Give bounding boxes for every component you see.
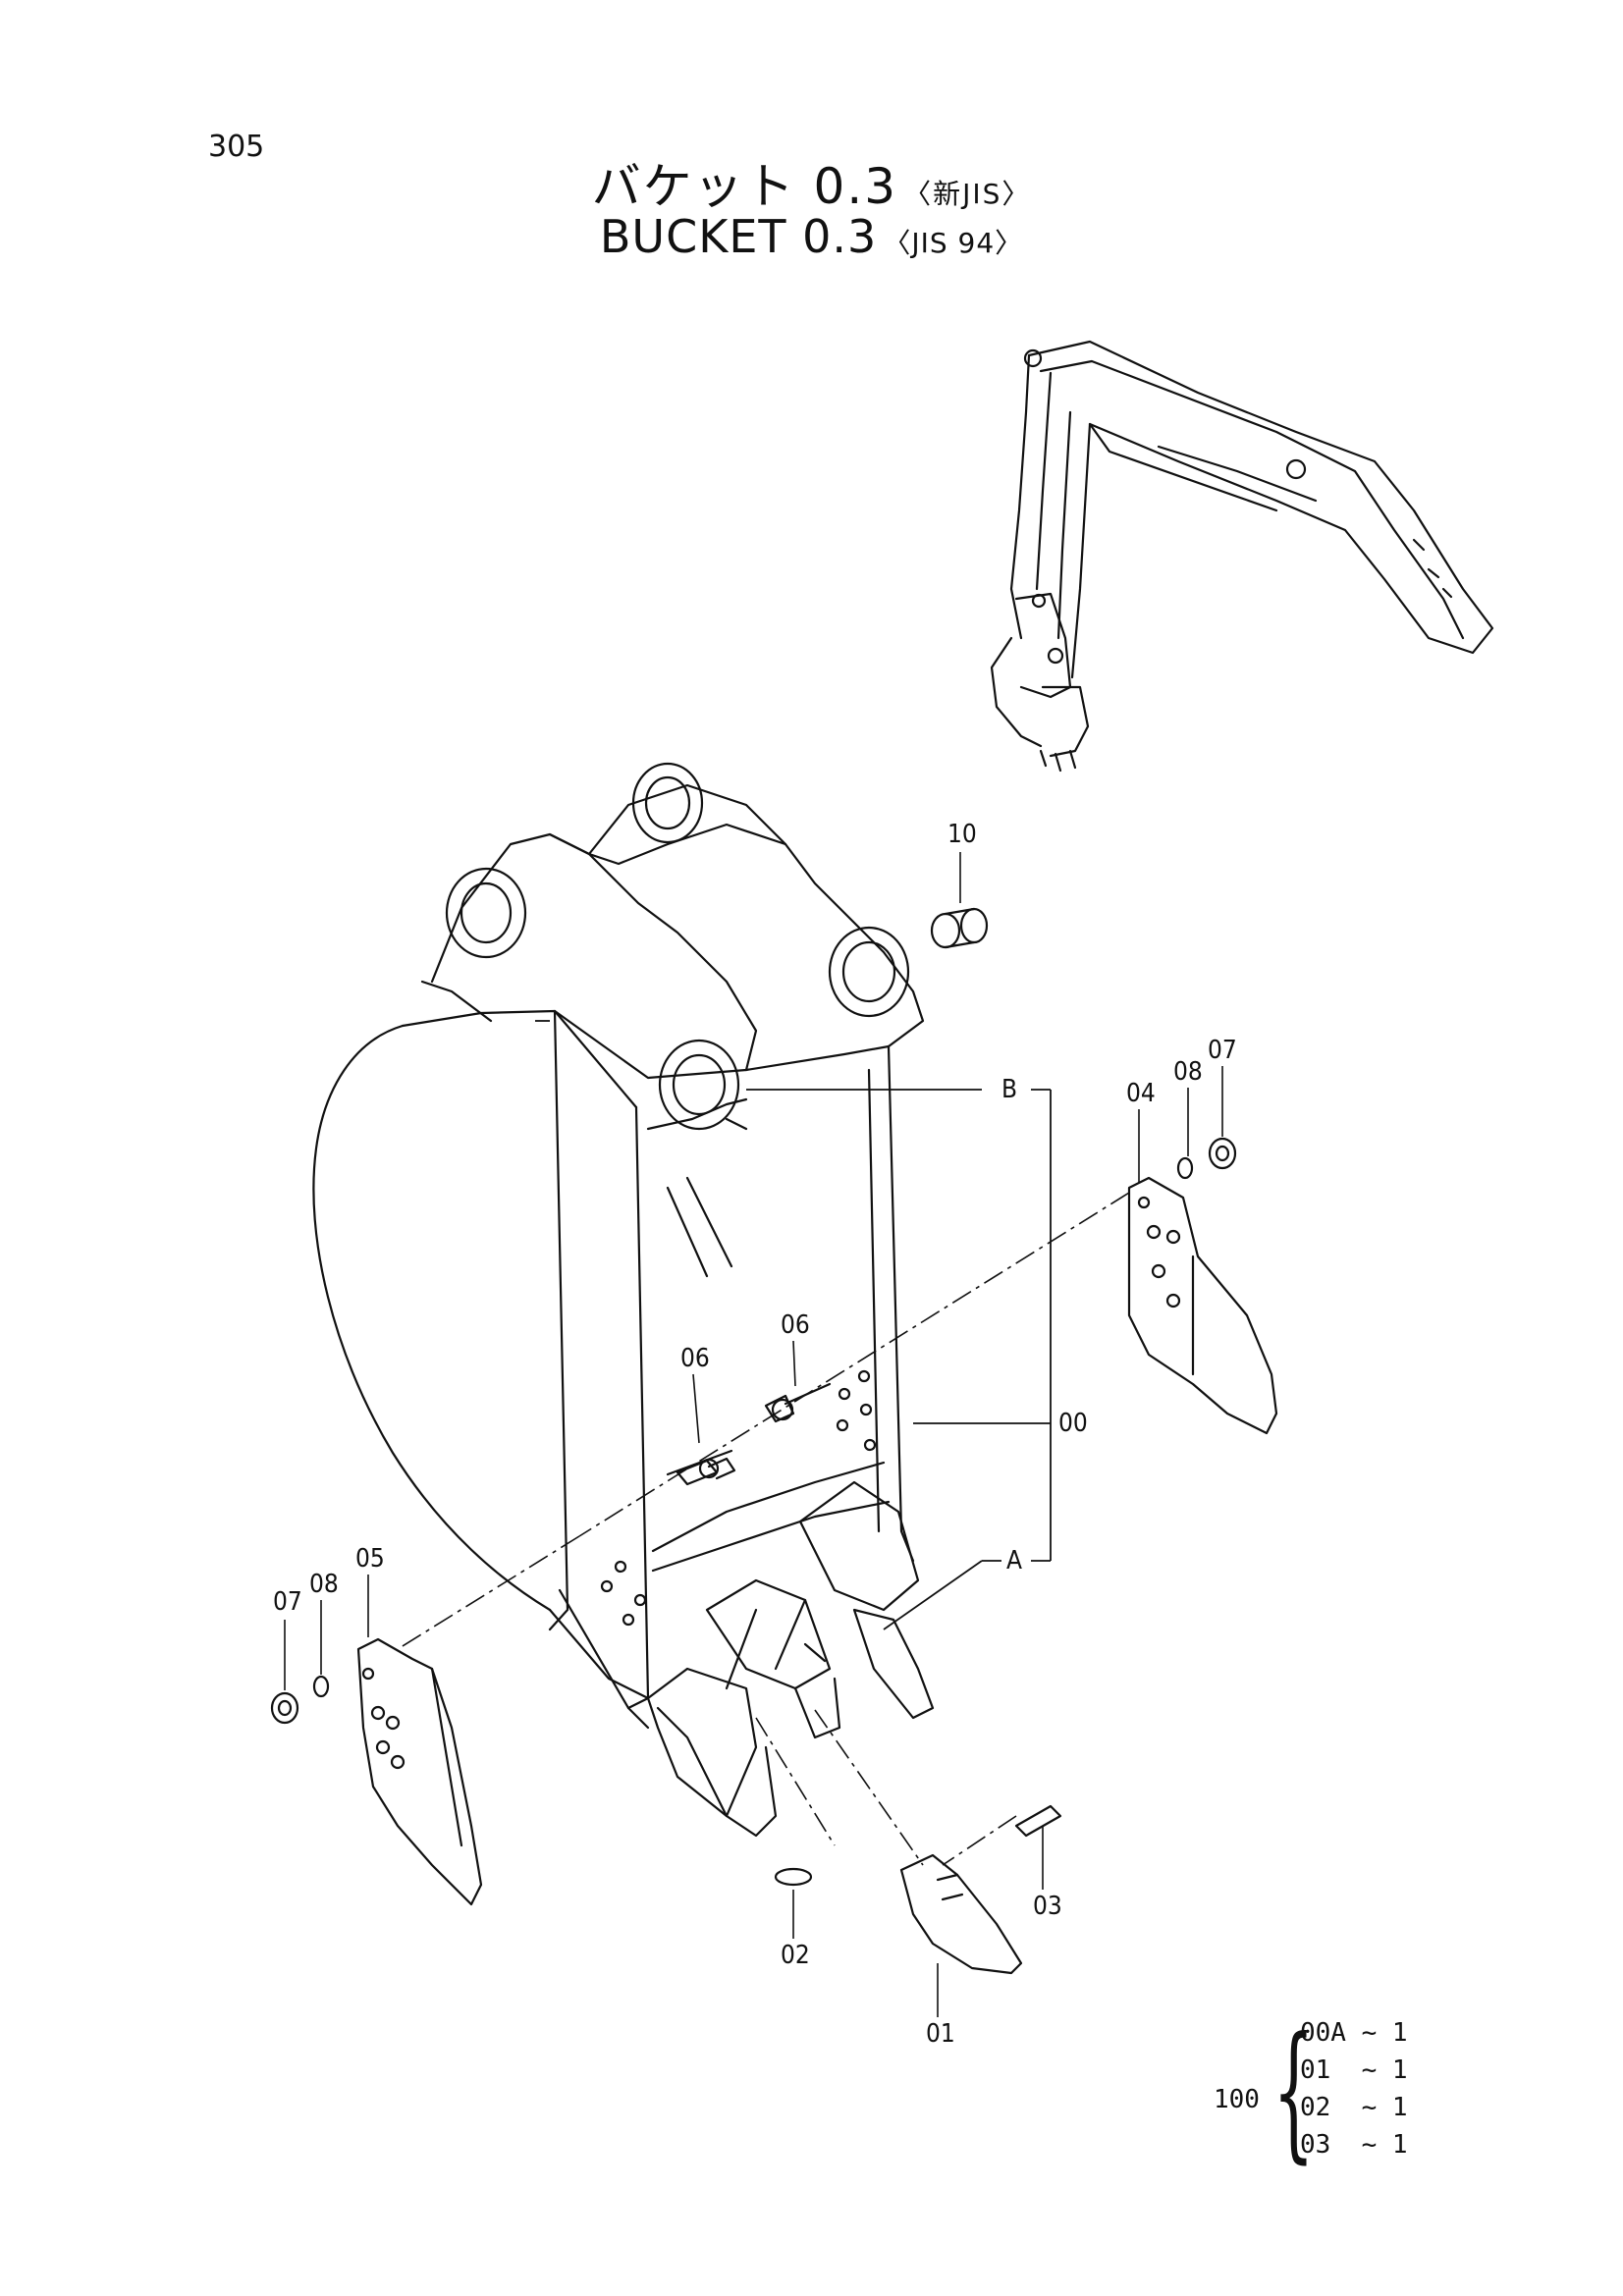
title-english: BUCKET 0.3〈JIS 94〉 xyxy=(0,210,1623,263)
callout-B: B xyxy=(1001,1075,1017,1104)
center-lines xyxy=(397,1192,1130,1866)
title-jp-text: バケット 0.3 xyxy=(591,158,898,215)
callout-A: A xyxy=(1006,1546,1022,1575)
callout-01: 01 xyxy=(926,2019,955,2049)
bolts-06 xyxy=(666,1382,832,1486)
kit-row: 02 ~ 1 xyxy=(1300,2093,1408,2122)
excavator-arm-inset xyxy=(990,340,1494,773)
callout-06-right: 06 xyxy=(781,1310,810,1340)
callout-07-left: 07 xyxy=(273,1587,302,1617)
bucket-body xyxy=(312,1009,915,1730)
callout-02: 02 xyxy=(781,1941,810,1970)
bucket-bracket xyxy=(420,762,925,1131)
callout-05: 05 xyxy=(355,1544,385,1574)
callout-00: 00 xyxy=(1058,1409,1088,1438)
bucket-teeth xyxy=(646,1480,935,1838)
kit-number: 100 xyxy=(1214,2085,1260,2114)
kit-brace: { xyxy=(1272,2006,1315,2177)
title-japanese: バケット 0.3〈新JIS〉 xyxy=(0,147,1623,218)
callout-08-left: 08 xyxy=(309,1570,339,1599)
callout-04: 04 xyxy=(1126,1079,1156,1108)
small-parts xyxy=(270,907,1237,1975)
callout-07-right: 07 xyxy=(1208,1036,1237,1065)
kit-row: 03 ~ 1 xyxy=(1300,2130,1408,2160)
callout-10: 10 xyxy=(947,820,977,849)
kit-row: 01 ~ 1 xyxy=(1300,2056,1408,2085)
leader-lines xyxy=(535,1020,1052,1630)
side-cutter-right-04 xyxy=(1127,1176,1278,1435)
title-en-standard: 〈JIS 94〉 xyxy=(883,227,1024,259)
callout-labels: 10 08 07 04 B 06 06 00 A 07 08 05 02 03 … xyxy=(273,820,1237,2049)
kit-row: 00A ~ 1 xyxy=(1300,2018,1408,2048)
page-number: 305 xyxy=(208,130,265,164)
kit-rows: 00A ~ 1 01 ~ 1 02 ~ 1 03 ~ 1 xyxy=(1300,2014,1408,2163)
side-cutter-left-05 xyxy=(356,1637,483,1906)
callout-08-right: 08 xyxy=(1173,1057,1203,1087)
title-jp-standard: 〈新JIS〉 xyxy=(903,178,1032,210)
callout-03: 03 xyxy=(1033,1892,1062,1921)
callout-ticks xyxy=(284,852,1223,2017)
title-en-text: BUCKET 0.3 xyxy=(599,210,878,263)
callout-06-left: 06 xyxy=(680,1344,710,1373)
